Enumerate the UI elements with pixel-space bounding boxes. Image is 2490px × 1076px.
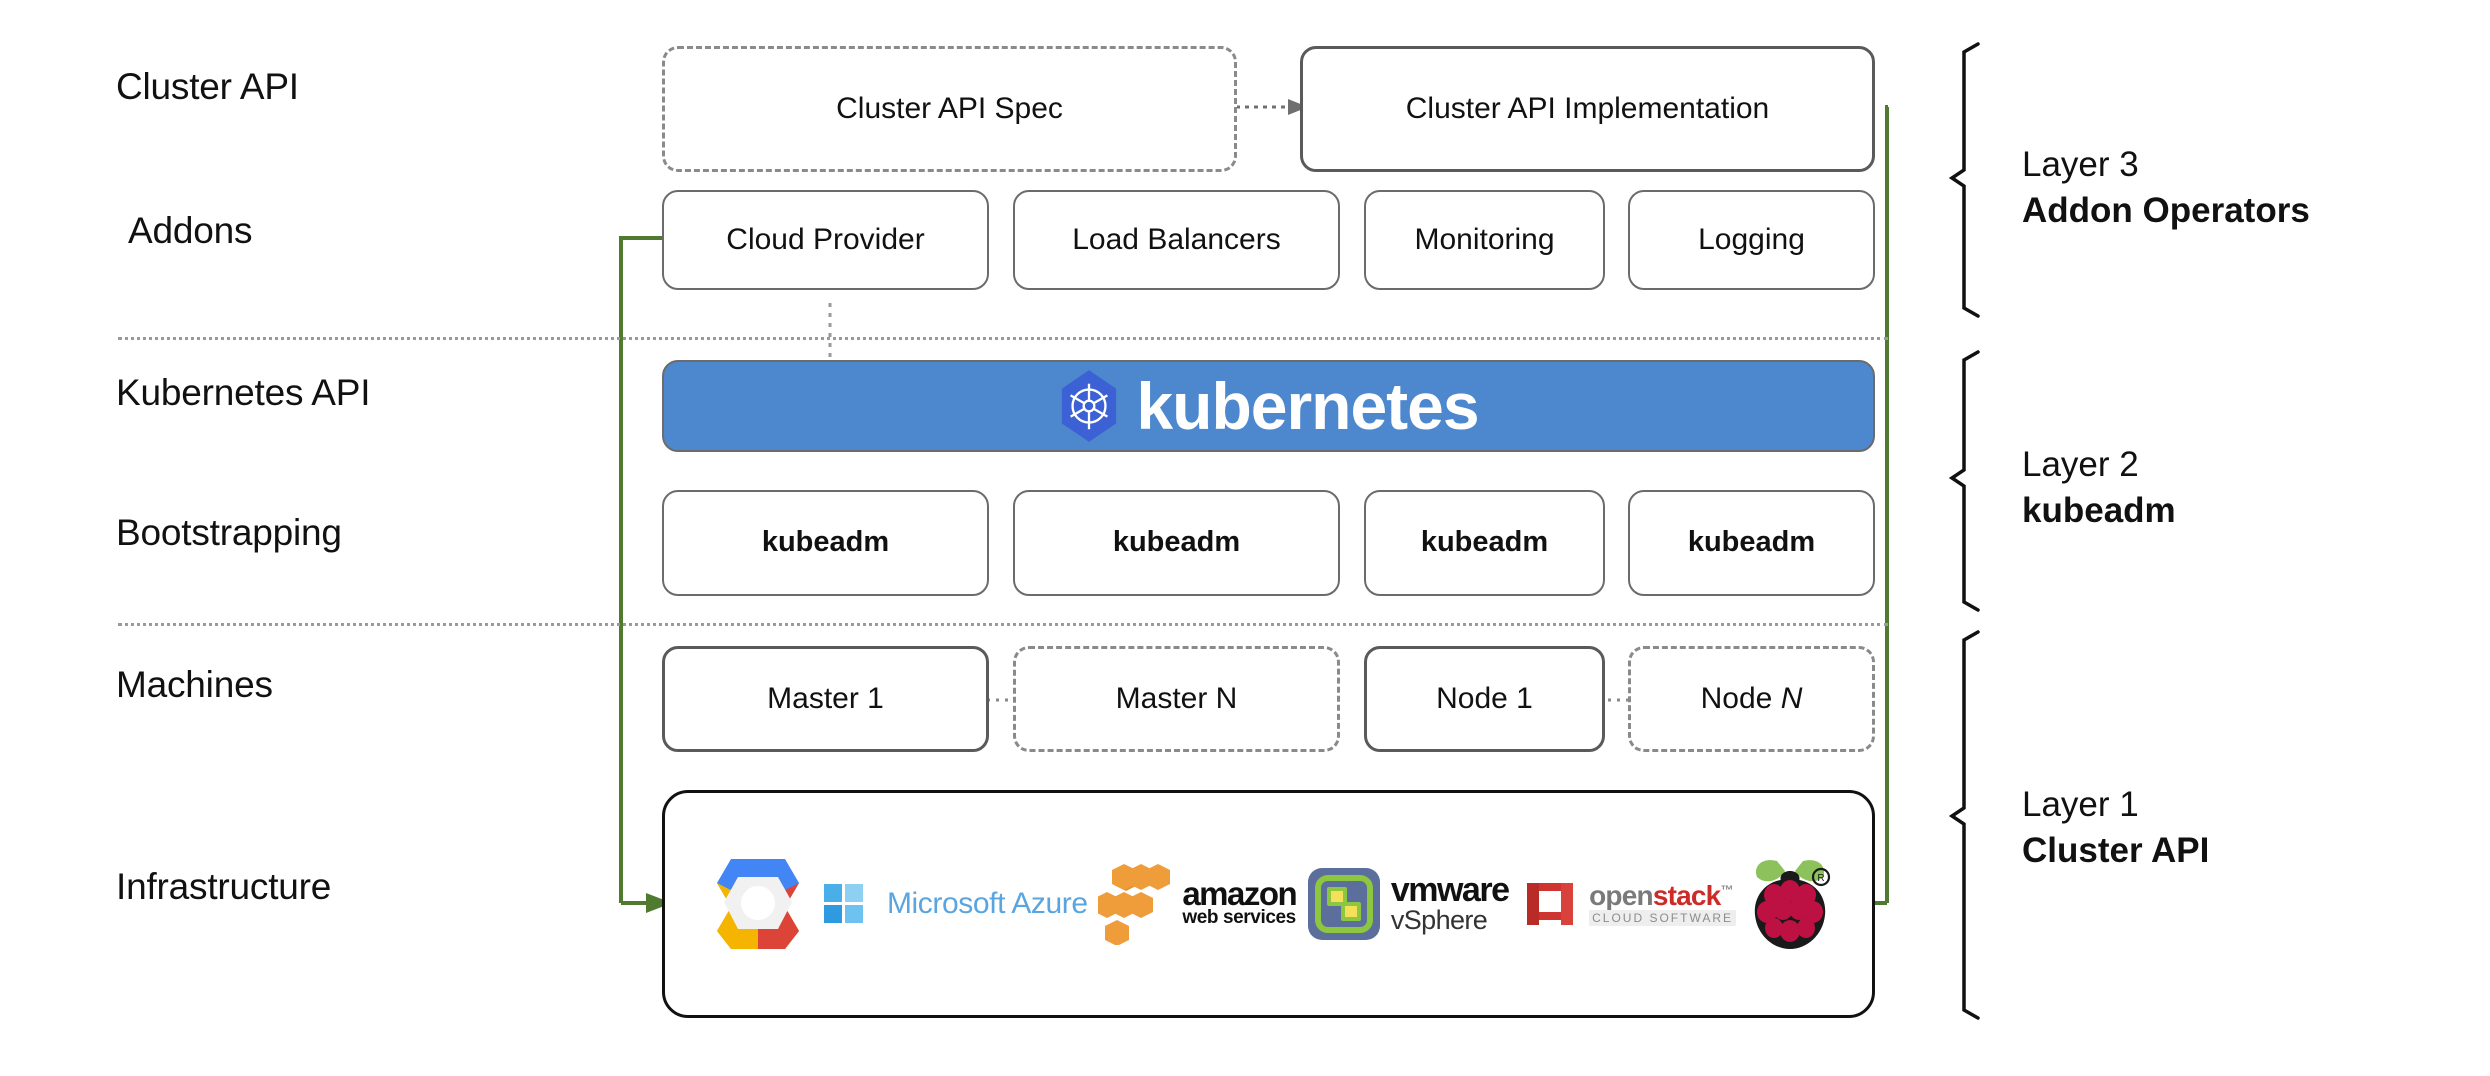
node-label: Cluster API Spec	[836, 91, 1063, 125]
microsoft-azure-icon	[823, 884, 863, 923]
provider-openstack[interactable]: openstack™ CLOUD SOFTWARE	[1519, 854, 1737, 954]
separator-layer3-layer2	[118, 337, 1888, 340]
provider-azure[interactable]: Microsoft Azure	[823, 854, 1088, 954]
provider-vmware-vsphere[interactable]: vmware vSphere	[1307, 854, 1510, 954]
row-label-bootstrapping: Bootstrapping	[116, 512, 342, 553]
svg-text:R: R	[1817, 873, 1824, 884]
node-label: Cloud Provider	[726, 222, 925, 256]
node-kubeadm-1[interactable]: kubeadm	[662, 490, 989, 596]
node-label: Cluster API Implementation	[1405, 91, 1770, 125]
node-label: kubeadm	[1112, 526, 1241, 559]
layer-label-1: Layer 1 Cluster API	[2022, 782, 2209, 874]
provider-gcp[interactable]	[704, 854, 812, 954]
layer-2-title: kubeadm	[2022, 491, 2176, 531]
provider-aws[interactable]: amazon web services	[1098, 854, 1298, 954]
aws-wordmark-primary: amazon	[1182, 874, 1297, 912]
node-kubeadm-2[interactable]: kubeadm	[1013, 490, 1340, 596]
node-node-n[interactable]: Node N	[1628, 646, 1875, 752]
node-label: kubeadm	[1420, 526, 1549, 559]
vmware-wordmark-primary: vmware	[1390, 871, 1510, 910]
node-node-1[interactable]: Node 1	[1364, 646, 1605, 752]
row-label-kubernetes-api: Kubernetes API	[116, 372, 371, 413]
node-master-1[interactable]: Master 1	[662, 646, 989, 752]
node-label: Node 1	[1436, 681, 1533, 715]
node-monitoring[interactable]: Monitoring	[1364, 190, 1605, 290]
raspberry-pi-icon: R	[1754, 860, 1830, 949]
openstack-wordmark-primary: openstack™	[1589, 880, 1733, 911]
node-cluster-api-implementation[interactable]: Cluster API Implementation	[1300, 46, 1875, 172]
node-kubeadm-4[interactable]: kubeadm	[1628, 490, 1875, 596]
node-logging[interactable]: Logging	[1628, 190, 1875, 290]
spec-to-implementation-arrow	[1236, 99, 1308, 115]
infrastructure-providers-box[interactable]: Microsoft Azure amaz	[662, 790, 1875, 1018]
row-label-cluster-api: Cluster API	[116, 66, 299, 107]
row-label-infrastructure: Infrastructure	[116, 866, 332, 907]
layer-2-brace	[1948, 350, 1980, 612]
layer-1-brace	[1948, 630, 1980, 1020]
kubernetes-api-banner[interactable]: kubernetes	[662, 360, 1875, 452]
node-label: Master 1	[767, 681, 884, 715]
layer-1-title: Cluster API	[2022, 831, 2210, 871]
node-label: Master N	[1115, 681, 1238, 715]
separator-layer2-layer1	[118, 623, 1888, 626]
node-label: Monitoring	[1414, 222, 1555, 256]
row-label-addons: Addons	[128, 210, 253, 251]
layer-label-3: Layer 3 Addon Operators	[2022, 142, 2310, 234]
provider-raspberry-pi[interactable]: R	[1747, 854, 1833, 954]
kubernetes-wordmark: kubernetes	[1136, 369, 1479, 443]
node-kubeadm-3[interactable]: kubeadm	[1364, 490, 1605, 596]
openstack-wordmark-secondary: CLOUD SOFTWARE	[1589, 910, 1737, 926]
layer-3-index: Layer 3	[2022, 145, 2139, 184]
node-master-n[interactable]: Master N	[1013, 646, 1340, 752]
node-label: kubeadm	[761, 526, 890, 559]
node-cluster-api-spec[interactable]: Cluster API Spec	[662, 46, 1237, 172]
node-load-balancers[interactable]: Load Balancers	[1013, 190, 1340, 290]
vmware-wordmark-secondary: vSphere	[1390, 904, 1488, 935]
aws-cubes-icon	[1098, 864, 1171, 945]
node-label: Logging	[1698, 222, 1805, 256]
node-label: Node N	[1700, 681, 1803, 715]
node-label: Load Balancers	[1072, 222, 1281, 256]
layer-label-2: Layer 2 kubeadm	[2022, 442, 2176, 534]
azure-wordmark: Microsoft Azure	[886, 887, 1088, 920]
aws-wordmark-secondary: web services	[1182, 907, 1296, 929]
kubernetes-helm-wheel-icon	[1062, 370, 1117, 442]
layer-3-title: Addon Operators	[2022, 191, 2310, 231]
row-label-machines: Machines	[116, 664, 273, 705]
gcp-hexagon-icon	[717, 859, 800, 949]
layer-2-index: Layer 2	[2022, 445, 2139, 484]
openstack-icon	[1527, 883, 1574, 925]
layer-1-index: Layer 1	[2022, 785, 2139, 824]
node-label: kubeadm	[1687, 526, 1816, 559]
layer-3-brace	[1948, 42, 1980, 318]
node-cloud-provider[interactable]: Cloud Provider	[662, 190, 989, 290]
vmware-vsphere-icon	[1307, 868, 1380, 940]
